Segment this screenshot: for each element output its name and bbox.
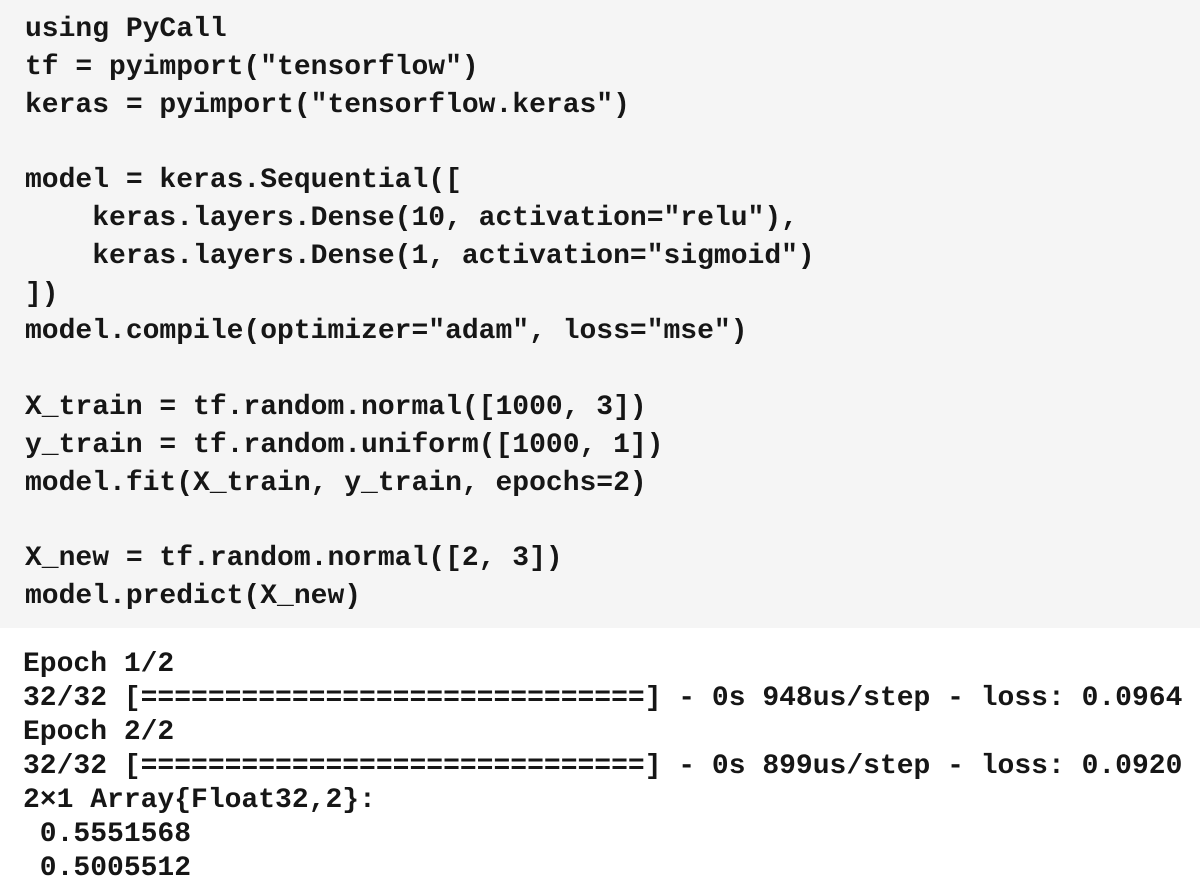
julia-code-block: using PyCall tf = pyimport("tensorflow")… <box>25 14 815 612</box>
training-output-block: Epoch 1/2 32/32 [=======================… <box>0 628 1200 895</box>
